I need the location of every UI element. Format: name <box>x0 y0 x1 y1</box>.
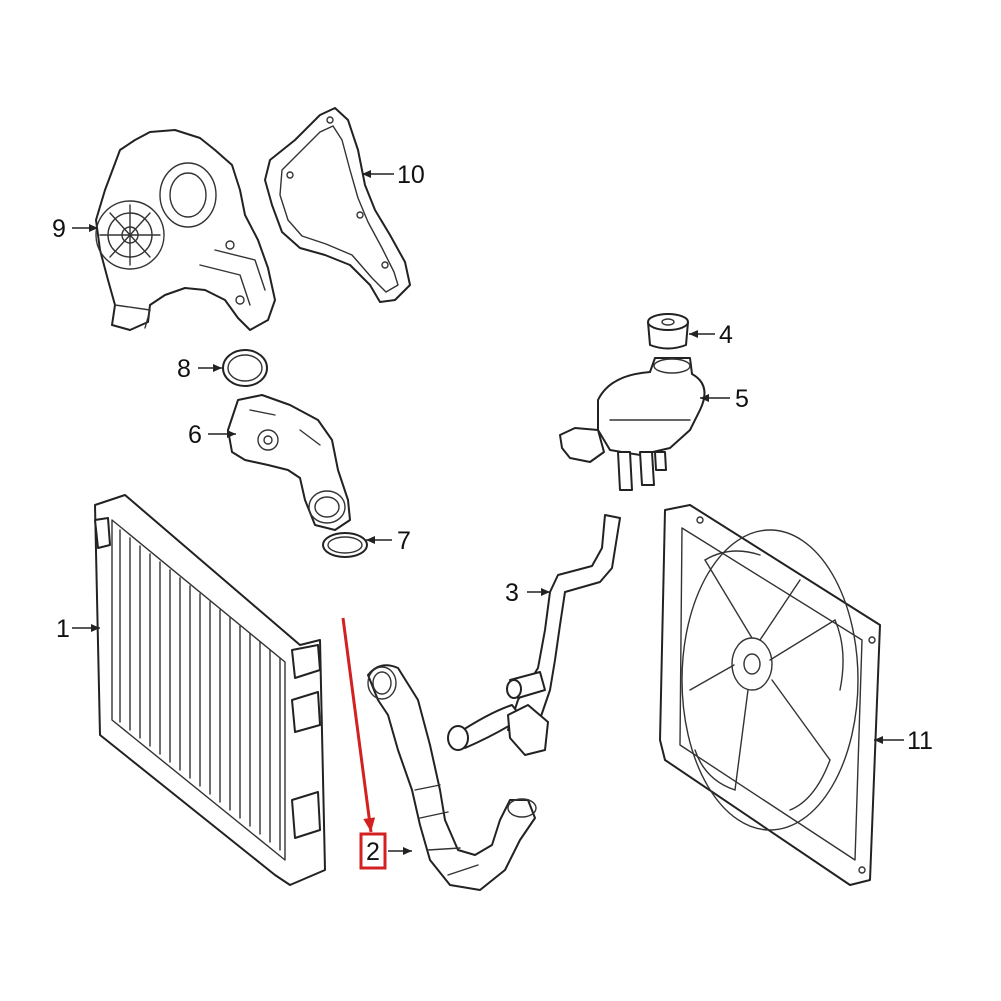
callout-8: 8 <box>177 355 191 383</box>
gasket-drawing <box>264 107 411 303</box>
expansion-tank-drawing <box>559 357 706 491</box>
callout-5: 5 <box>735 385 749 413</box>
callout-6: 6 <box>188 421 202 449</box>
callout-7: 7 <box>397 527 411 555</box>
callout-4: 4 <box>719 321 733 349</box>
callout-1: 1 <box>56 615 70 643</box>
water-pump-drawing <box>95 129 276 331</box>
highlight-arrow <box>341 617 376 833</box>
thermostat-housing-drawing <box>227 394 351 531</box>
radiator-hose-2-drawing <box>367 664 537 891</box>
o-ring-7-drawing <box>322 532 368 558</box>
reservoir-cap-drawing <box>647 313 689 350</box>
callout-2: 2 <box>366 838 380 866</box>
coolant-pipe-3-drawing <box>447 514 621 756</box>
callout-11: 11 <box>907 727 933 755</box>
callout-9: 9 <box>52 215 66 243</box>
radiator-drawing <box>94 494 326 886</box>
o-ring-8-drawing <box>222 349 268 387</box>
highlight-box <box>359 832 387 870</box>
callout-10: 10 <box>397 161 425 189</box>
callout-3: 3 <box>505 579 519 607</box>
fan-shroud-drawing <box>659 504 881 886</box>
